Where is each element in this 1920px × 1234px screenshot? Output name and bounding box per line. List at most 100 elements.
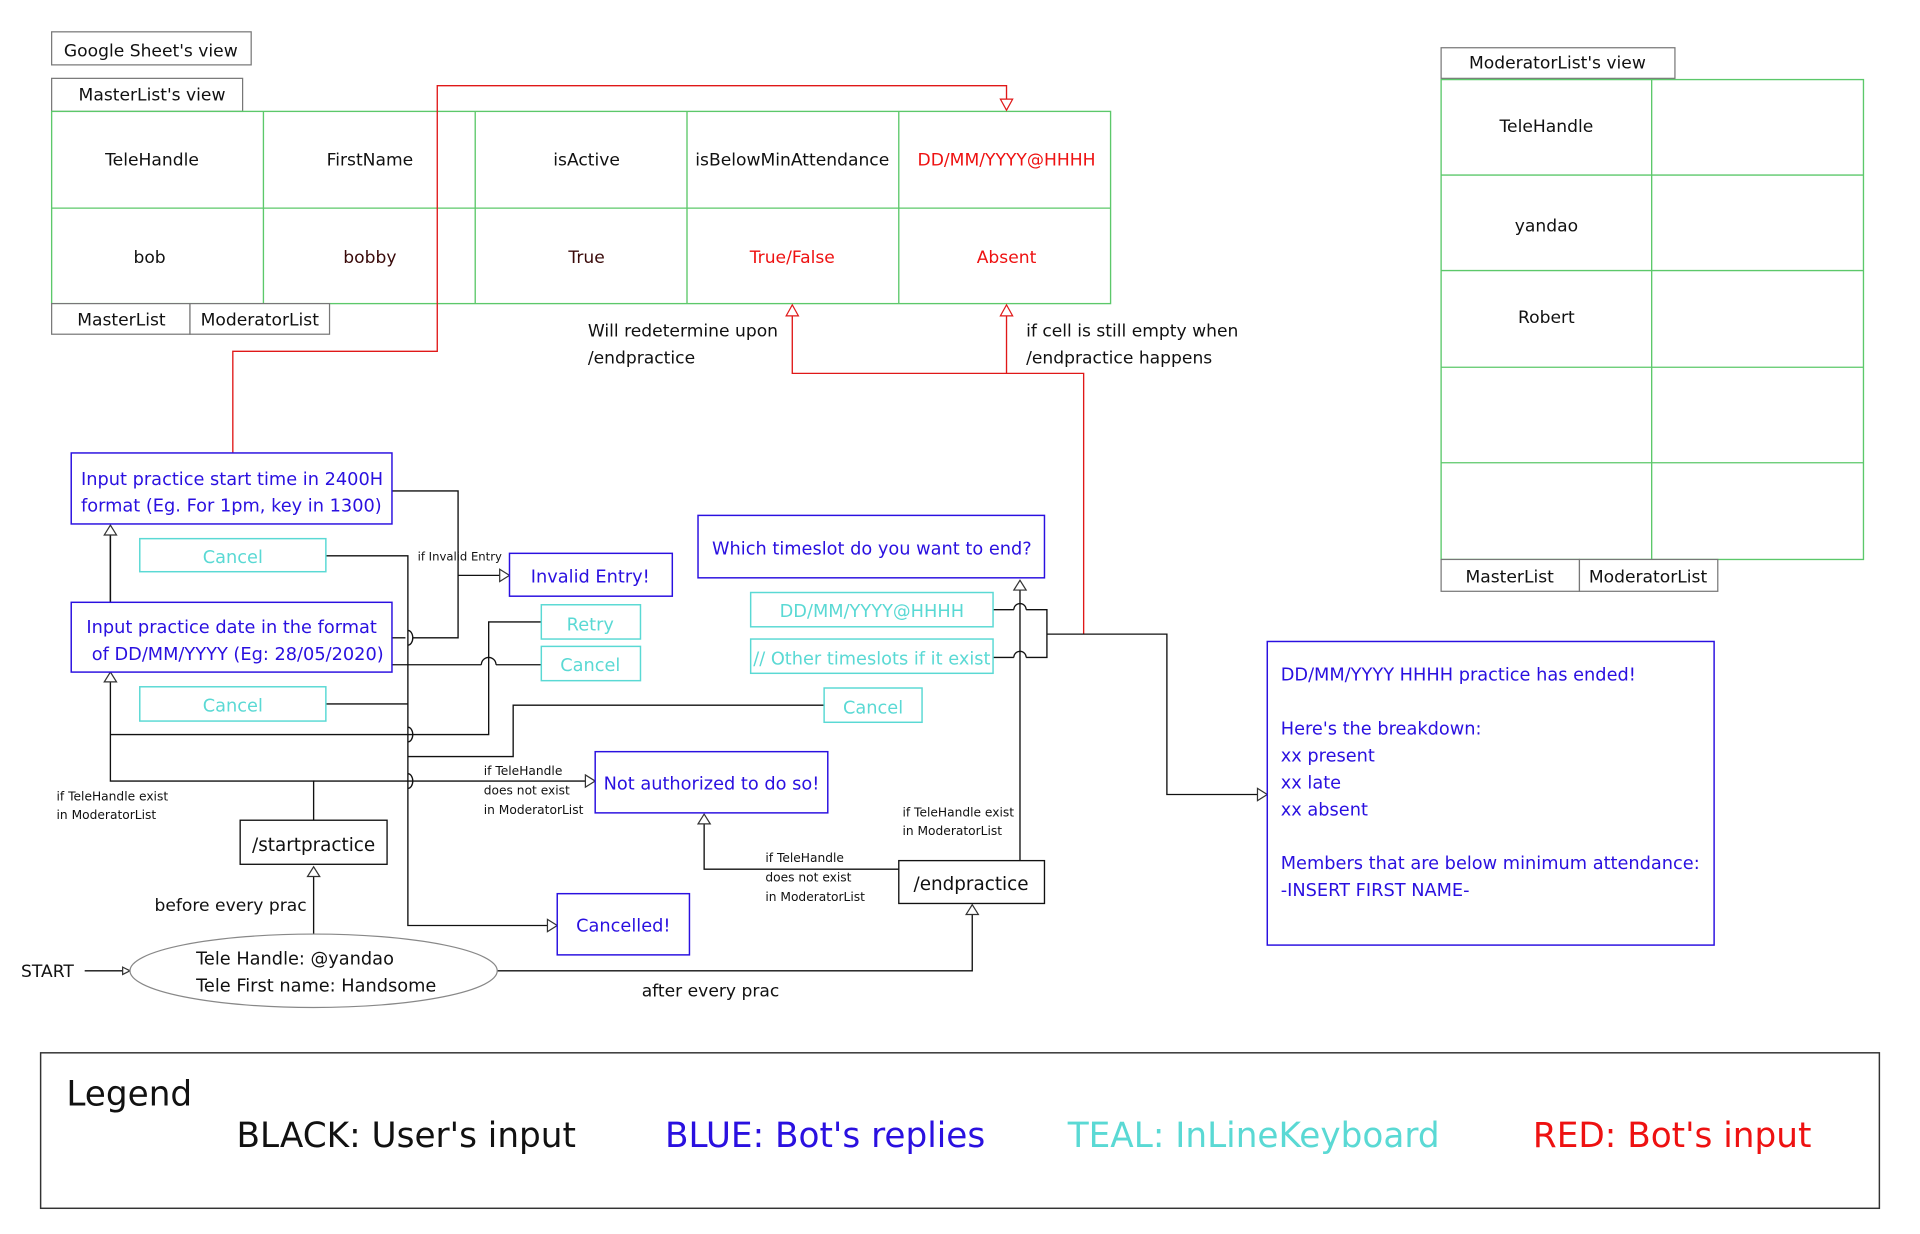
arrow-cancelled: [546, 918, 559, 933]
timeslot-button[interactable]: DD/MM/YYYY@HHHH: [749, 591, 994, 628]
note-cell-empty-2: /endpractice happens: [1026, 349, 1212, 369]
note-cell-empty-1: if cell is still empty when: [1026, 322, 1238, 342]
summary-line-3: Here's the breakdown:: [1281, 720, 1482, 740]
master-table: TeleHandle FirstName isActive isBelowMin…: [50, 110, 1112, 305]
cancel-button-invalid[interactable]: Cancel: [540, 645, 642, 682]
arrow-to-start-time-box: [103, 524, 118, 536]
moderator-cell-1[interactable]: yandao: [1515, 216, 1578, 236]
black-connectors: [84, 490, 1269, 976]
bot-reply-which-timeslot: Which timeslot do you want to end?: [697, 514, 1046, 579]
cancel-button-start-time[interactable]: Cancel: [139, 537, 327, 573]
user-tele-handle: Tele Handle: @yandao: [195, 950, 394, 970]
note-not-exist-right-1: if TeleHandle: [765, 851, 844, 865]
bot-reply-cancelled: Cancelled!: [556, 892, 691, 956]
user-first-name: Tele First name: Handsome: [195, 977, 436, 997]
timeslot-label: DD/MM/YYYY@HHHH: [780, 602, 964, 622]
bot-reply-date: Input practice date in the format of DD/…: [70, 601, 393, 673]
red-arrow-attendance: [999, 303, 1014, 317]
master-cell-isactive[interactable]: True: [567, 248, 604, 268]
summary-line-6: xx absent: [1281, 800, 1368, 820]
cancel-label: Cancel: [560, 656, 620, 676]
master-header-isbelowminattendance[interactable]: isBelowMinAttendance: [695, 150, 889, 170]
legend-title: Legend: [66, 1074, 192, 1114]
cancel-label: Cancel: [203, 696, 263, 716]
summary-line-8: Members that are below minimum attendanc…: [1281, 854, 1700, 874]
start-label: START: [21, 962, 74, 982]
cancelled-text: Cancelled!: [576, 917, 670, 937]
moderatorlist-view-label: ModeratorList's view: [1440, 47, 1676, 79]
masterlist-view-label: MasterList's view: [51, 77, 244, 113]
legend-item-black: BLACK: User's input: [236, 1116, 575, 1156]
start-time-line-2: format (Eg. For 1pm, key in 1300): [81, 497, 382, 517]
arrow-summary: [1256, 787, 1269, 802]
moderator-sheet-tab-masterlist[interactable]: MasterList: [1440, 558, 1581, 592]
bot-reply-start-time: Input practice start time in 2400H forma…: [70, 452, 393, 525]
arrow-to-endpractice: [965, 903, 980, 916]
note-exist-mod-left-1: if TeleHandle exist: [57, 790, 169, 804]
note-not-exist-right-2: does not exist: [765, 870, 851, 884]
moderator-sheet-tab-moderatorlist[interactable]: ModeratorList: [1578, 558, 1719, 592]
summary-line-9: -INSERT FIRST NAME-: [1281, 881, 1470, 901]
note-exist-mod-right-2: in ModeratorList: [902, 824, 1002, 838]
legend-item-red: RED: Bot's input: [1533, 1116, 1812, 1156]
google-sheet-view-text: Google Sheet's view: [64, 41, 238, 61]
note-not-exist-left-3: in ModeratorList: [484, 803, 584, 817]
retry-label: Retry: [567, 615, 614, 635]
masterlist-view-text: MasterList's view: [79, 85, 226, 105]
note-redetermine-2: /endpractice: [588, 349, 695, 369]
note-not-exist-right-3: in ModeratorList: [765, 890, 865, 904]
cancel-label: Cancel: [843, 699, 903, 719]
bot-reply-summary: DD/MM/YYYY HHHH practice has ended! Here…: [1266, 640, 1715, 946]
master-sheet-tab-masterlist[interactable]: MasterList: [51, 302, 191, 335]
google-sheet-view-label: Google Sheet's view: [51, 31, 252, 66]
date-line-1: Input practice date in the format: [86, 618, 377, 638]
red-arrow-datetime-header: [999, 98, 1014, 112]
arrow-to-startpractice: [306, 865, 321, 878]
invalid-entry-text: Invalid Entry!: [531, 568, 650, 588]
note-not-exist-left-2: does not exist: [484, 784, 570, 798]
endpractice-command[interactable]: /endpractice: [898, 859, 1046, 905]
other-timeslots-button[interactable]: // Other timeslots if it exist: [749, 638, 994, 675]
moderator-table: TeleHandle yandao Robert: [1440, 78, 1865, 561]
summary-line-4: xx present: [1281, 746, 1375, 766]
note-if-invalid: if Invalid Entry: [418, 550, 502, 564]
user-info-oval: Tele Handle: @yandao Tele First name: Ha…: [129, 933, 498, 1009]
tab-label: MasterList: [77, 311, 166, 331]
moderatorlist-view-text: ModeratorList's view: [1469, 54, 1646, 74]
master-header-isactive[interactable]: isActive: [553, 150, 620, 170]
master-cell-firstname[interactable]: bobby: [343, 248, 396, 268]
note-before-prac: before every prac: [154, 896, 306, 916]
master-sheet-tab-moderatorlist[interactable]: ModeratorList: [189, 302, 331, 335]
summary-line-5: xx late: [1281, 773, 1341, 793]
master-header-firstname[interactable]: FirstName: [327, 150, 414, 170]
note-not-exist-left-1: if TeleHandle: [484, 764, 563, 778]
master-header-telehandle[interactable]: TeleHandle: [104, 150, 199, 170]
red-arrow-isbelowmin: [785, 303, 800, 317]
red-connectors: [232, 85, 1085, 635]
arrow-invalid-entry: [499, 568, 511, 583]
not-authorized-text: Not authorized to do so!: [604, 775, 820, 795]
note-after-prac: after every prac: [642, 982, 780, 1002]
master-cell-telehandle[interactable]: bob: [133, 248, 165, 268]
other-timeslots-label: // Other timeslots if it exist: [753, 650, 990, 670]
retry-button[interactable]: Retry: [540, 604, 642, 640]
legend-item-teal: TEAL: InLineKeyboard: [1067, 1116, 1440, 1156]
summary-line-1: DD/MM/YYYY HHHH practice has ended!: [1281, 666, 1636, 686]
cancel-button-date[interactable]: Cancel: [139, 686, 327, 722]
master-cell-attendance[interactable]: Absent: [977, 248, 1037, 268]
master-header-datetime[interactable]: DD/MM/YYYY@HHHH: [918, 150, 1096, 170]
master-cell-isbelowmin[interactable]: True/False: [749, 248, 835, 268]
moderator-header-telehandle[interactable]: TeleHandle: [1499, 117, 1594, 137]
startpractice-command[interactable]: /startpractice: [239, 819, 388, 865]
bot-reply-invalid-entry: Invalid Entry!: [508, 552, 674, 597]
cancel-button-timeslot[interactable]: Cancel: [823, 687, 923, 724]
legend: Legend BLACK: User's input BLUE: Bot's r…: [39, 1052, 1881, 1210]
bot-reply-not-authorized: Not authorized to do so!: [594, 750, 829, 814]
arrow-to-date-box: [103, 670, 118, 683]
arrow-which-timeslot: [1012, 579, 1028, 591]
moderator-cell-2[interactable]: Robert: [1518, 308, 1575, 328]
tab-label: MasterList: [1465, 568, 1554, 588]
legend-item-blue: BLUE: Bot's replies: [665, 1116, 985, 1156]
arrow-not-authorized-bottom: [696, 812, 712, 825]
